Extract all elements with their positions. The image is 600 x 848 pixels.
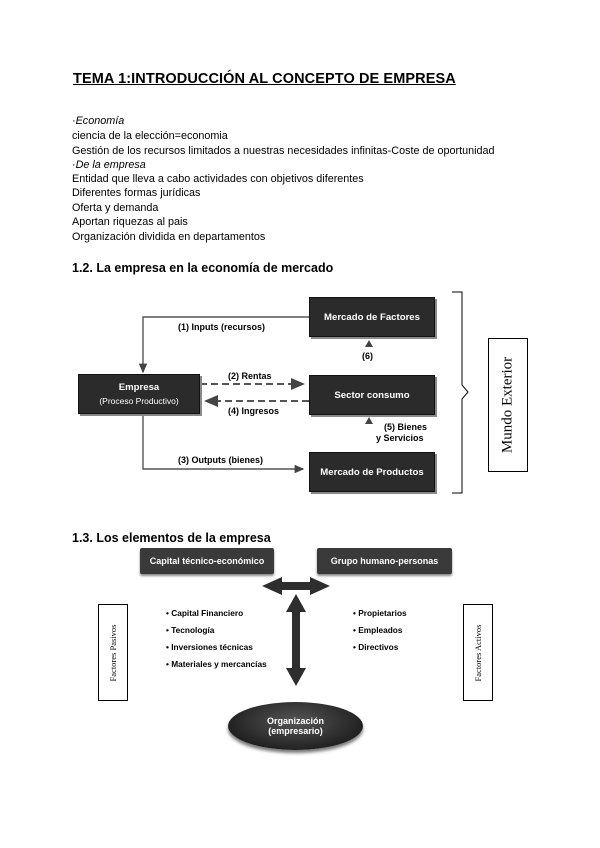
label-ingresos: (4) Ingresos xyxy=(228,406,280,416)
economia-line-2: Gestión de los recursos limitados a nues… xyxy=(72,145,495,157)
left-item-2-text: Tecnología xyxy=(171,625,215,635)
empresa-sublabel: (Proceso Productivo) xyxy=(99,396,179,406)
empresa-label: Empresa xyxy=(118,382,160,393)
left-item-2: • Tecnología xyxy=(166,625,215,635)
label-outputs: (3) Outputs (bienes) xyxy=(178,455,263,465)
right-item-2-text: Empleados xyxy=(358,625,403,635)
left-item-4-text: Materiales y mercancías xyxy=(171,659,267,669)
empresa-line-3: Oferta y demanda xyxy=(72,202,159,214)
empresa-line-2: Diferentes formas jurídicas xyxy=(72,187,201,199)
economia-heading: ·Economía xyxy=(72,115,125,127)
left-item-1: • Capital Financiero xyxy=(166,608,244,618)
section-heading-1-3: 1.3. Los elementos de la empresa xyxy=(72,531,271,545)
sector-consumo-label: Sector consumo xyxy=(334,389,410,401)
left-item-3: • Inversiones técnicas xyxy=(166,642,253,652)
organizacion-ellipse: Organización (empresario) xyxy=(228,702,363,750)
left-item-4: • Materiales y mercancías xyxy=(166,659,267,669)
factores-pasivos-label: Factores Pasivos xyxy=(108,624,118,681)
label-6: (6) xyxy=(362,351,373,361)
empresa-box: Empresa (Proceso Productivo) xyxy=(78,374,200,414)
sector-consumo-box: Sector consumo xyxy=(309,375,435,415)
factores-pasivos-box: Factores Pasivos xyxy=(98,604,128,701)
mercado-productos-label: Mercado de Productos xyxy=(320,466,424,478)
page-title: TEMA 1:INTRODUCCIÓN AL CONCEPTO DE EMPRE… xyxy=(73,71,456,87)
left-item-3-text: Inversiones técnicas xyxy=(171,642,253,652)
factores-activos-label: Factores Activos xyxy=(473,624,483,681)
factores-activos-box: Factores Activos xyxy=(463,604,493,701)
right-item-3: • Directivos xyxy=(353,642,399,652)
empresa-line-1: Entidad que lleva a cabo actividades con… xyxy=(72,173,364,185)
grupo-humano-label: Grupo humano-personas xyxy=(330,556,439,566)
right-item-2: • Empleados xyxy=(353,625,403,635)
mundo-exterior-label: Mundo Exterior xyxy=(499,356,516,454)
label-bienes-1: (5) Bienes xyxy=(384,422,428,432)
label-inputs: (1) Inputs (recursos) xyxy=(178,322,266,332)
empresa-line-5: Organización dividida en departamentos xyxy=(72,231,266,243)
mercado-factores-label: Mercado de Factores xyxy=(324,311,420,323)
organizacion-label: Organización xyxy=(266,716,324,726)
mundo-exterior-box: Mundo Exterior xyxy=(488,338,528,472)
capital-tecnico-box: Capital técnico-económico xyxy=(140,548,274,574)
grupo-humano-box: Grupo humano-personas xyxy=(317,548,452,574)
section-heading-1-2: 1.2. La empresa en la economía de mercad… xyxy=(72,261,334,275)
organizacion-sublabel: (empresario) xyxy=(268,726,323,736)
mercado-factores-box: Mercado de Factores xyxy=(309,297,435,337)
empresa-line-4: Aportan riquezas al pais xyxy=(72,216,188,228)
economia-line-1: ciencia de la elección=economia xyxy=(72,130,228,142)
empresa-heading: ·De la empresa xyxy=(72,159,146,171)
label-bienes-2: y Servicios xyxy=(376,433,424,443)
right-item-3-text: Directivos xyxy=(358,642,399,652)
right-item-1: • Propietarios xyxy=(353,608,407,618)
left-item-1-text: Capital Financiero xyxy=(171,608,244,618)
capital-tecnico-label: Capital técnico-económico xyxy=(149,556,265,566)
right-item-1-text: Propietarios xyxy=(358,608,407,618)
label-rentas: (2) Rentas xyxy=(228,371,272,381)
mercado-productos-box: Mercado de Productos xyxy=(309,452,435,492)
